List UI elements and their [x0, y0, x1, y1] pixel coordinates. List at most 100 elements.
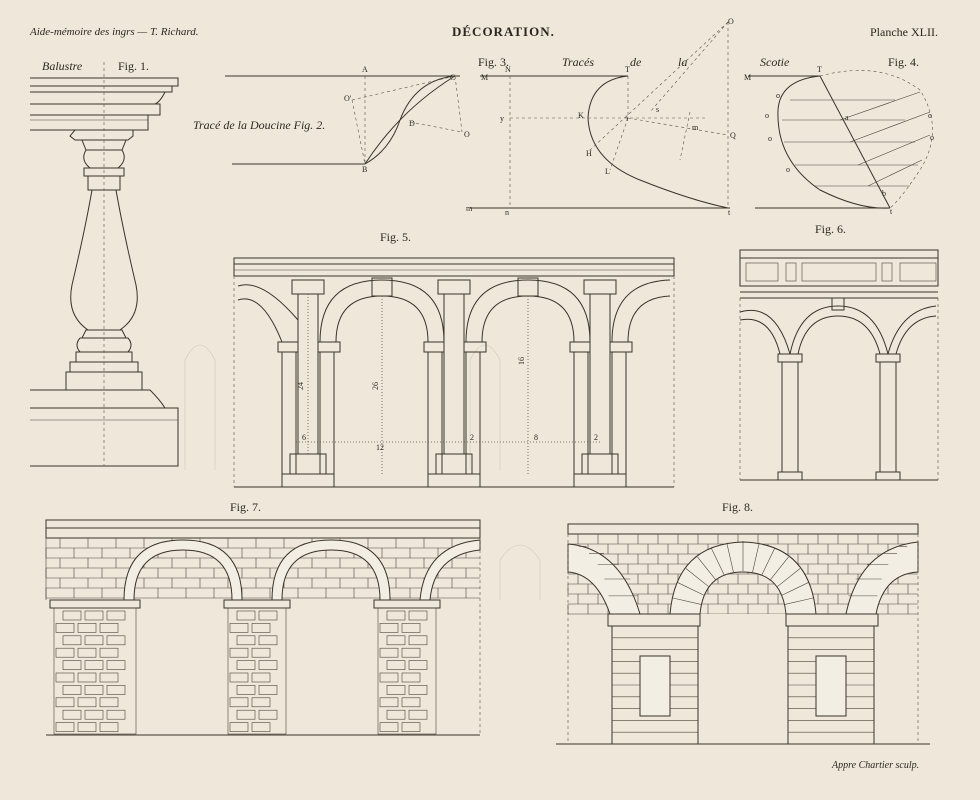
- svg-text:D: D: [409, 119, 415, 128]
- fig1-label: Fig. 1.: [118, 59, 150, 73]
- masonry-joint: [769, 556, 789, 581]
- fig2-doucine: A C O' D O B: [225, 65, 470, 174]
- brick: [379, 672, 399, 683]
- brick: [77, 722, 97, 732]
- brick: [386, 610, 406, 621]
- brick: [401, 672, 421, 683]
- fig1-baluster: [30, 62, 179, 467]
- fig5-dimensions: [296, 294, 600, 474]
- svg-text:H: H: [586, 149, 592, 158]
- brick: [62, 709, 82, 720]
- brick: [408, 685, 428, 695]
- brick: [55, 647, 75, 658]
- brick: [84, 709, 104, 720]
- engraver-credit: Appre Chartier sculp.: [832, 760, 920, 771]
- brick: [251, 722, 271, 732]
- brick: [77, 623, 97, 633]
- brick: [227, 607, 287, 735]
- header-credit: Aide-mémoire des ingrs — T. Richard.: [30, 26, 199, 38]
- fig7-pier-bricks: [53, 607, 437, 735]
- brick: [99, 623, 119, 633]
- svg-text:s: s: [656, 105, 659, 114]
- brick: [106, 610, 126, 621]
- svg-text:m: m: [466, 204, 473, 213]
- svg-text:M: M: [744, 73, 751, 82]
- fig8-label: Fig. 8.: [722, 500, 754, 514]
- fig5-dim-5: 12: [376, 443, 384, 452]
- svg-text:C: C: [450, 73, 455, 82]
- brick: [401, 647, 421, 658]
- brick: [53, 607, 137, 735]
- brick: [62, 685, 82, 695]
- brick: [258, 610, 278, 621]
- svg-text:y: y: [500, 114, 504, 123]
- masonry-joint: [677, 582, 705, 596]
- brick: [99, 647, 119, 658]
- fig7-brick-arcade: [45, 519, 481, 736]
- brick: [236, 635, 256, 646]
- svg-text:B: B: [362, 165, 367, 174]
- brick: [62, 635, 82, 646]
- svg-text:N: N: [505, 65, 511, 74]
- brick: [55, 672, 75, 683]
- brick: [229, 672, 249, 683]
- brick: [99, 722, 119, 732]
- brick: [236, 660, 256, 670]
- brick: [251, 623, 271, 633]
- fig8-stone-arcade: [556, 523, 930, 745]
- svg-text:T: T: [625, 65, 630, 74]
- brick: [84, 660, 104, 670]
- svg-text:o: o: [765, 111, 769, 120]
- brick: [106, 635, 126, 646]
- brick: [99, 672, 119, 683]
- brick: [77, 647, 97, 658]
- fig1-title: Balustre: [42, 59, 83, 73]
- brick: [258, 685, 278, 695]
- brick: [377, 607, 437, 735]
- brick: [236, 709, 256, 720]
- fig3-label: Fig. 3.: [478, 55, 510, 69]
- masonry-joint: [671, 597, 702, 605]
- masonry-joint: [761, 548, 775, 576]
- fig5-dim-1: 24: [296, 382, 305, 390]
- fig7-wall-bricks: [45, 538, 480, 600]
- svg-text:o: o: [768, 134, 772, 143]
- fig5-piers: [281, 279, 627, 488]
- brick: [77, 672, 97, 683]
- brick: [401, 722, 421, 732]
- svg-text:b: b: [882, 189, 886, 198]
- brick: [408, 635, 428, 646]
- brick: [106, 709, 126, 720]
- svg-text:K: K: [578, 111, 584, 120]
- brick: [229, 697, 249, 708]
- brick: [386, 685, 406, 695]
- brick: [106, 685, 126, 695]
- fig5-dim-8: 2: [594, 433, 598, 442]
- fig4-oval: M T o o o o a b t o o: [744, 65, 934, 216]
- fig2-label: Tracé de la Doucine Fig. 2.: [193, 118, 326, 132]
- fig5-dim-7: 8: [534, 433, 538, 442]
- fig5-dim-6: 2: [470, 433, 474, 442]
- masonry-joint: [697, 556, 717, 581]
- masonry-joint: [784, 597, 815, 605]
- svg-text:M: M: [481, 73, 488, 82]
- brick: [379, 647, 399, 658]
- svg-text:i: i: [626, 114, 629, 123]
- brick: [55, 623, 75, 633]
- fig5-dim-3: 16: [517, 357, 526, 365]
- brick: [55, 722, 75, 732]
- brick: [62, 610, 82, 621]
- svg-text:Q: Q: [730, 131, 736, 140]
- brick: [77, 697, 97, 708]
- brick: [62, 660, 82, 670]
- svg-text:n: n: [505, 208, 509, 217]
- brick: [401, 697, 421, 708]
- fig5-arches: [237, 277, 671, 343]
- brick: [386, 709, 406, 720]
- fig5-dim-4: 6: [302, 433, 306, 442]
- traces-word-2: de: [630, 55, 642, 69]
- fig3-scotie: M N T O y K i s m Q H L n t m: [466, 17, 736, 217]
- masonry-joint: [726, 542, 734, 573]
- brick: [106, 660, 126, 670]
